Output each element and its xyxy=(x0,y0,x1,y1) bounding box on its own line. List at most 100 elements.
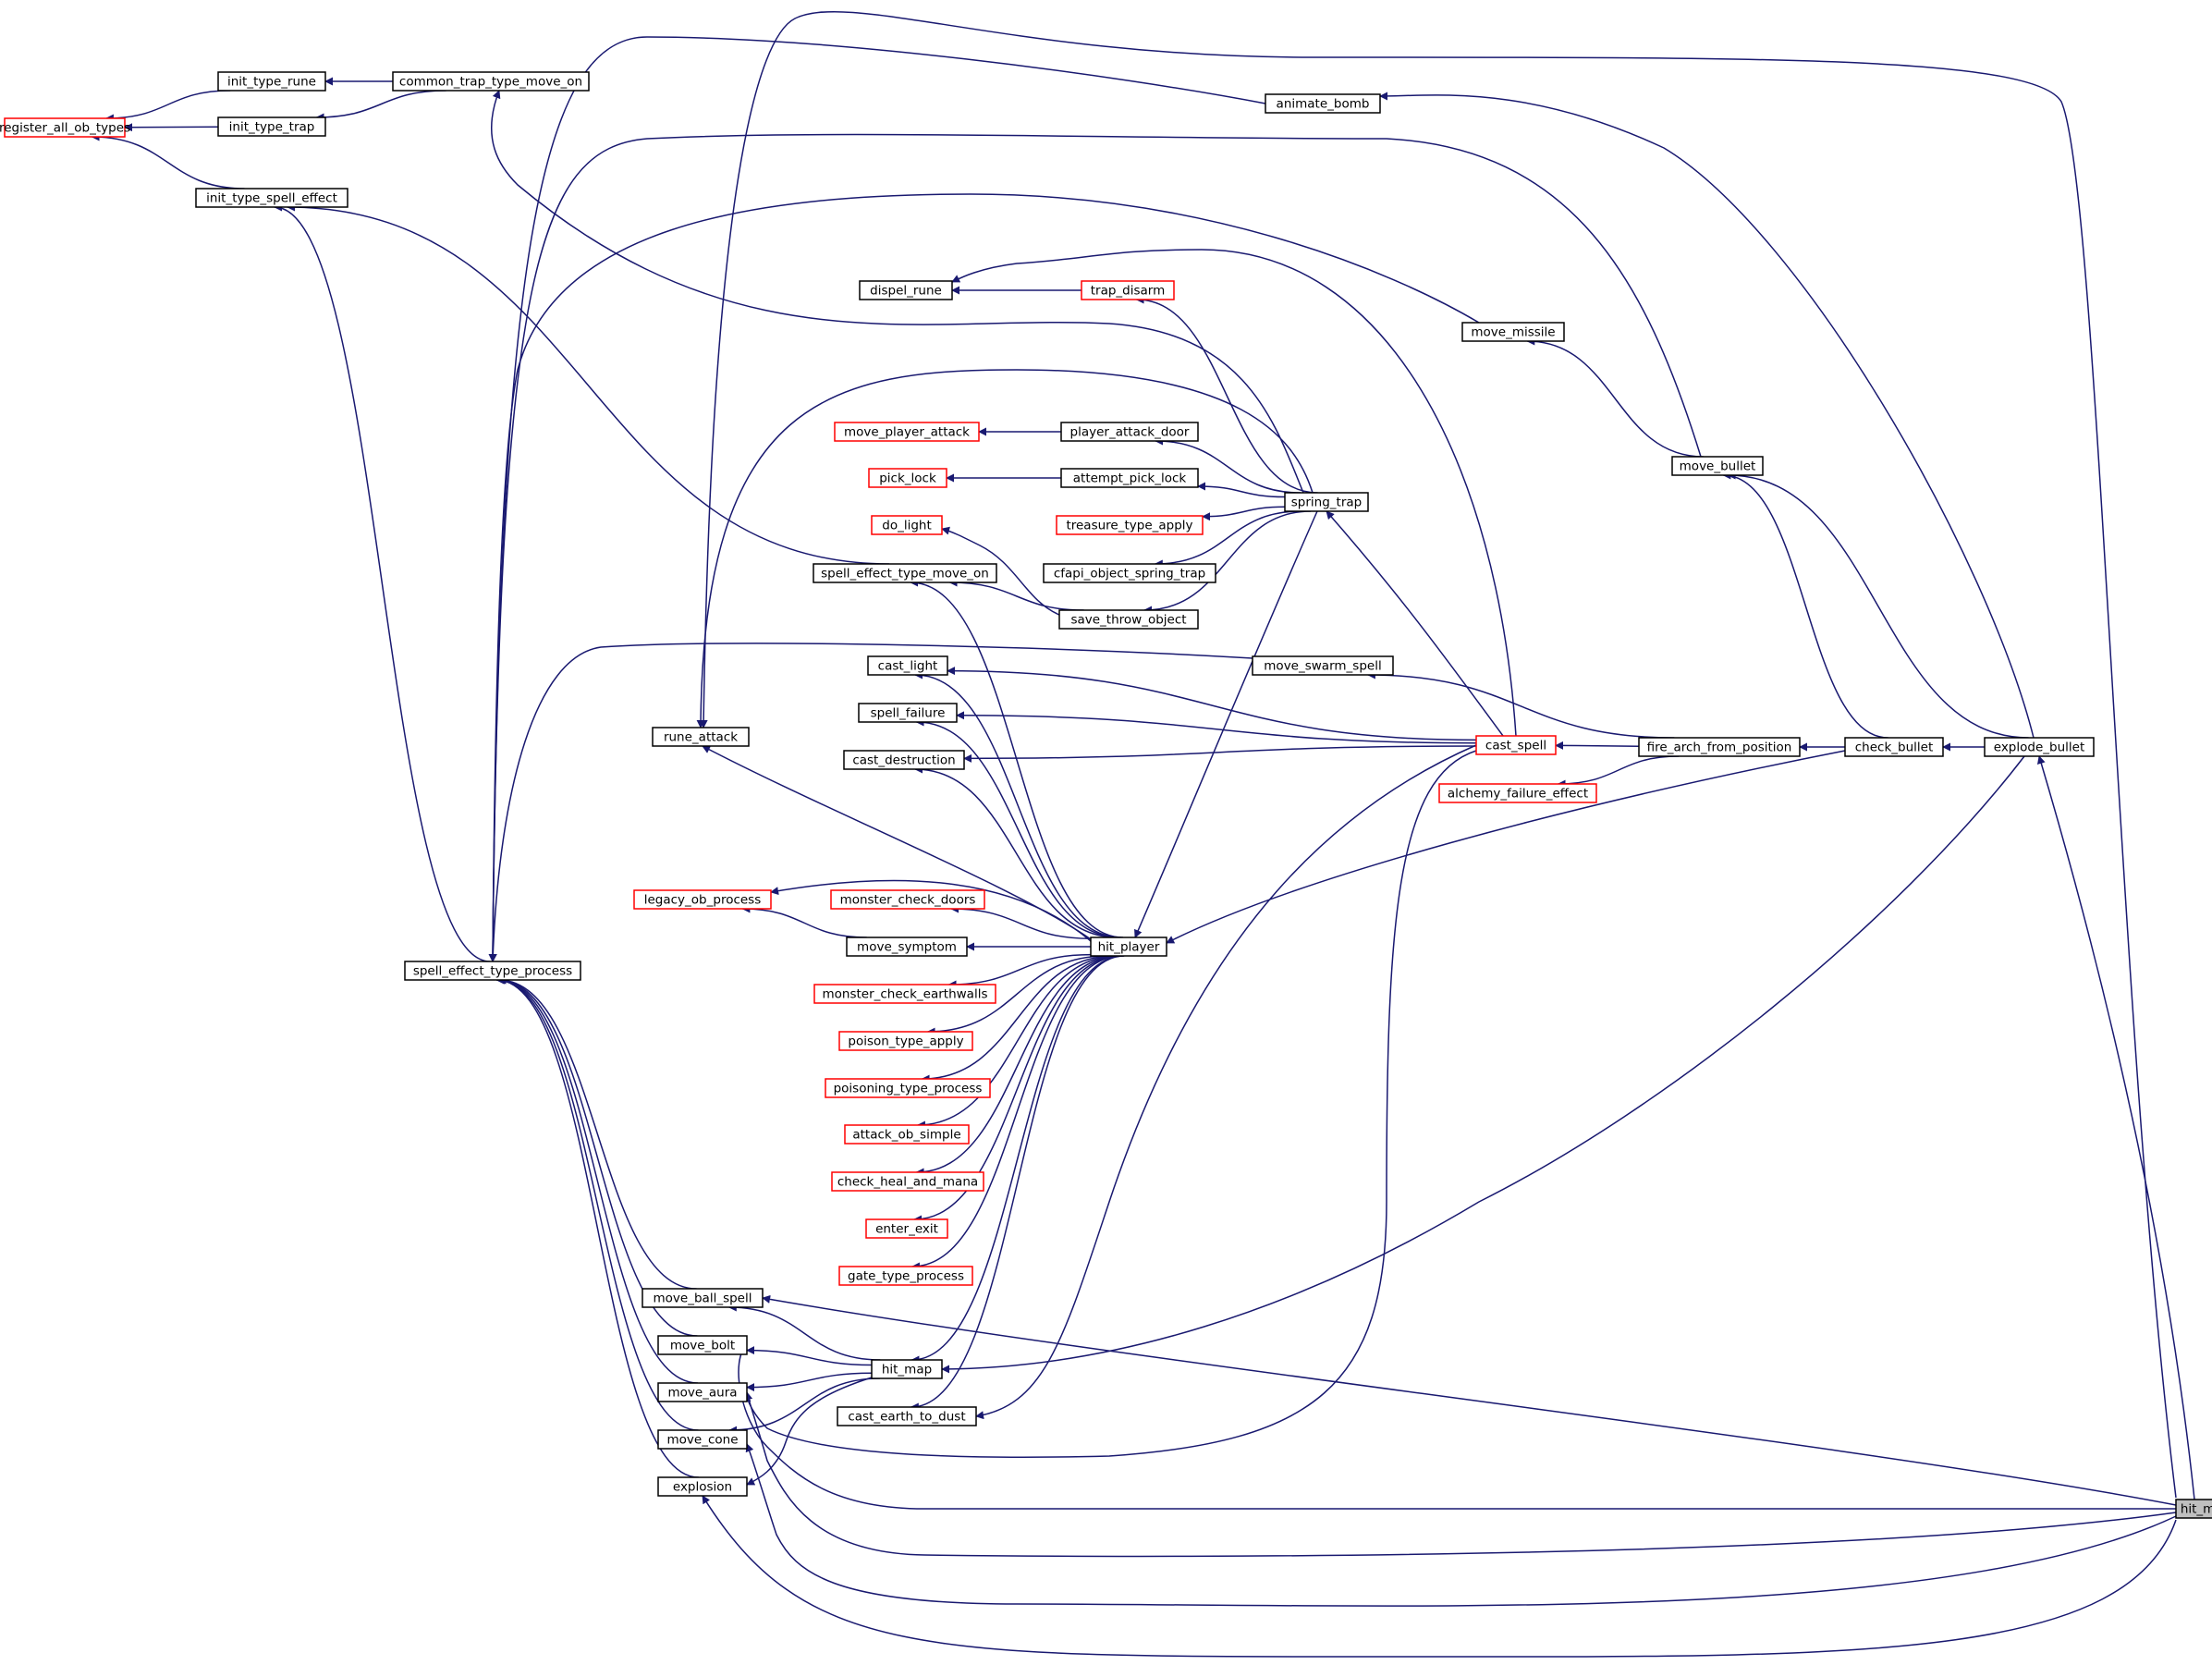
node-monster-check-doors[interactable]: monster_check_doors xyxy=(830,889,985,910)
node-move-bolt[interactable]: move_bolt xyxy=(657,1335,748,1355)
call-edge-cfapi_object_spring_trap-to-spring_trap xyxy=(1154,510,1302,569)
node-trap-disarm[interactable]: trap_disarm xyxy=(1081,280,1175,300)
node-register-all-ob-types[interactable]: register_all_ob_types xyxy=(0,117,130,138)
node-spring-trap[interactable]: spring_trap xyxy=(1284,492,1369,512)
call-edge-cast_destruction-to-cast_spell xyxy=(963,745,1477,763)
call-edge-move_bullet-to-explode_bullet xyxy=(1727,471,2029,739)
node-rune-attack[interactable]: rune_attack xyxy=(652,727,750,747)
node-spell-failure[interactable]: spell_failure xyxy=(858,703,958,723)
node-label: treasure_type_apply xyxy=(1066,519,1192,533)
call-edge-check_heal_and_mana-to-hit_player xyxy=(915,955,1120,1177)
node-box xyxy=(1090,937,1167,957)
node-label: hit_map xyxy=(882,1363,932,1377)
node-label: animate_bomb xyxy=(1277,97,1370,112)
node-move-ball-spell[interactable]: move_ball_spell xyxy=(642,1288,764,1308)
node-move-player-attack[interactable]: move_player_attack xyxy=(834,422,980,442)
node-check-bullet[interactable]: check_bullet xyxy=(1844,737,1944,757)
node-move-cone[interactable]: move_cone xyxy=(657,1429,748,1450)
node-box xyxy=(844,1124,970,1145)
node-label: cfapi_object_spring_trap xyxy=(1054,567,1205,582)
call-edge-spell_effect_type_process-to-move_aura xyxy=(496,975,699,1384)
node-poisoning-type-process[interactable]: poisoning_type_process xyxy=(825,1078,991,1098)
node-cast-destruction[interactable]: cast_destruction xyxy=(843,750,965,770)
node-monster-check-earthwalls[interactable]: monster_check_earthwalls xyxy=(813,984,996,1004)
call-edge-cast_earth_to_dust-to-cast_spell xyxy=(975,744,1477,1420)
call-edge-move_aura-to-cast_spell xyxy=(742,750,1477,1458)
node-legacy-ob-process[interactable]: legacy_ob_process xyxy=(633,889,772,910)
node-check-heal-and-mana[interactable]: check_heal_and_mana xyxy=(831,1171,984,1192)
node-hit-map-root: hit_map xyxy=(2175,1499,2212,1519)
node-player-attack-door[interactable]: player_attack_door xyxy=(1060,422,1199,442)
node-box xyxy=(825,1078,991,1098)
node-attempt-pick-lock[interactable]: attempt_pick_lock xyxy=(1060,468,1199,488)
node-cast-light[interactable]: cast_light xyxy=(867,655,948,676)
node-explosion[interactable]: explosion xyxy=(657,1476,748,1497)
node-label: do_light xyxy=(882,519,932,533)
node-move-bullet[interactable]: move_bullet xyxy=(1671,456,1764,476)
node-save-throw-object[interactable]: save_throw_object xyxy=(1058,609,1199,630)
call-edge-spring_trap-to-cast_spell xyxy=(1326,510,1504,737)
node-dispel-rune[interactable]: dispel_rune xyxy=(859,280,953,300)
node-label: enter_exit xyxy=(875,1222,938,1237)
node-box xyxy=(195,188,348,208)
call-edge-spell_effect_type_move_on-to-hit_player xyxy=(910,578,1124,938)
node-init-type-rune[interactable]: init_type_rune xyxy=(217,71,326,92)
node-label: save_throw_object xyxy=(1070,613,1186,628)
node-cast-spell[interactable]: cast_spell xyxy=(1475,735,1557,755)
node-attack-ob-simple[interactable]: attack_ob_simple xyxy=(844,1124,970,1145)
call-edge-attack_ob_simple-to-hit_player xyxy=(916,955,1118,1130)
node-animate-bomb[interactable]: animate_bomb xyxy=(1265,93,1381,114)
node-enter-exit[interactable]: enter_exit xyxy=(865,1218,948,1239)
call-edge-init_type_spell_effect-to-spell_effect_type_move_on xyxy=(287,202,890,565)
node-pick-lock[interactable]: pick_lock xyxy=(868,468,947,488)
node-do-light[interactable]: do_light xyxy=(871,515,943,535)
node-box xyxy=(2175,1499,2212,1519)
call-edge-poison_type_apply-to-hit_player xyxy=(926,955,1107,1036)
node-box xyxy=(1060,422,1199,442)
node-label: alchemy_failure_effect xyxy=(1448,787,1588,802)
node-treasure-type-apply[interactable]: treasure_type_apply xyxy=(1056,515,1204,535)
node-move-symptom[interactable]: move_symptom xyxy=(846,937,968,957)
node-box xyxy=(1060,468,1199,488)
node-label: poison_type_apply xyxy=(848,1035,963,1049)
node-move-aura[interactable]: move_aura xyxy=(657,1382,748,1402)
node-alchemy-failure-effect[interactable]: alchemy_failure_effect xyxy=(1438,783,1597,803)
node-box xyxy=(392,71,590,92)
node-hit-player[interactable]: hit_player xyxy=(1090,937,1167,957)
node-box xyxy=(1844,737,1944,757)
node-common-trap-type-move-on[interactable]: common_trap_type_move_on xyxy=(392,71,590,92)
node-label: gate_type_process xyxy=(848,1269,964,1284)
call-edge-legacy_ob_process-to-move_symptom xyxy=(741,904,867,938)
node-move-swarm-spell[interactable]: move_swarm_spell xyxy=(1252,655,1394,676)
node-label: spring_trap xyxy=(1291,496,1362,510)
node-cfapi-object-spring-trap[interactable]: cfapi_object_spring_trap xyxy=(1043,563,1216,583)
node-spell-effect-type-move-on[interactable]: spell_effect_type_move_on xyxy=(813,563,997,583)
node-label: move_player_attack xyxy=(844,425,970,440)
node-box xyxy=(1265,93,1381,114)
node-cast-earth-to-dust[interactable]: cast_earth_to_dust xyxy=(837,1406,977,1426)
call-edge-cast_spell-to-fire_arch_from_position xyxy=(1555,741,1640,750)
node-fire-arch-from-position[interactable]: fire_arch_from_position xyxy=(1638,737,1801,757)
node-label: attack_ob_simple xyxy=(852,1128,960,1143)
node-poison-type-apply[interactable]: poison_type_apply xyxy=(838,1031,973,1051)
node-label: monster_check_earthwalls xyxy=(822,987,987,1002)
node-init-type-spell-effect[interactable]: init_type_spell_effect xyxy=(195,188,348,208)
node-box xyxy=(1438,783,1597,803)
node-hit-map-mid[interactable]: hit_map xyxy=(871,1359,943,1379)
node-label: dispel_rune xyxy=(870,284,942,299)
node-label: move_aura xyxy=(667,1386,737,1401)
node-move-missile[interactable]: move_missile xyxy=(1461,322,1565,342)
node-label: rune_attack xyxy=(664,730,738,745)
node-init-type-trap[interactable]: init_type_trap xyxy=(217,116,326,137)
call-edge-spell_effect_type_move_on-to-save_throw_object xyxy=(948,578,1084,611)
node-gate-type-process[interactable]: gate_type_process xyxy=(838,1266,973,1286)
node-box xyxy=(865,1218,948,1239)
call-edge-hit_map_mid-to-explode_bullet xyxy=(941,755,2025,1374)
call-edge-dispel_rune-to-cast_spell xyxy=(951,249,1517,737)
call-edge-spell_effect_type_process-to-move_ball_spell xyxy=(497,975,697,1290)
node-explode-bullet[interactable]: explode_bullet xyxy=(1984,737,2095,757)
call-edge-move_bolt-to-hit_map_root xyxy=(738,1344,2176,1510)
node-label: move_bolt xyxy=(670,1339,735,1353)
node-box xyxy=(834,422,980,442)
node-spell-effect-type-process[interactable]: spell_effect_type_process xyxy=(404,961,581,981)
